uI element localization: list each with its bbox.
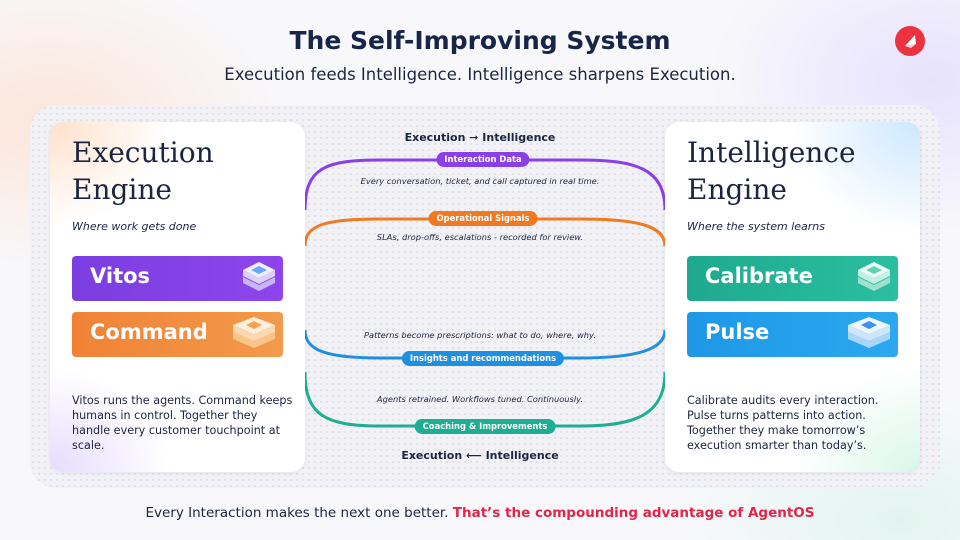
note-operational-signals: SLAs, drop-offs, escalations - recorded … [376, 232, 584, 242]
product-pulse-label: Pulse [705, 320, 770, 344]
layers-stack-icon [844, 315, 894, 357]
footer-text: Every Interaction makes the next one bet… [145, 505, 449, 521]
flow-label-top: Execution ➞ Intelligence [404, 131, 556, 144]
product-pulse: Pulse [687, 312, 898, 357]
product-command-label: Command [90, 320, 208, 344]
product-vitos-label: Vitos [90, 264, 151, 288]
execution-engine-card: Execution Engine Where work gets done Vi… [50, 122, 305, 472]
footer-highlight: That’s the compounding advantage of Agen… [452, 505, 815, 521]
pill-coaching: Coaching & Improvements [414, 419, 556, 434]
intelligence-engine-card: Intelligence Engine Where the system lea… [665, 122, 920, 472]
page-title: The Self-Improving System [289, 26, 671, 55]
page-subtitle: Execution feeds Intelligence. Intelligen… [224, 65, 736, 84]
execution-engine-title: Execution Engine [72, 136, 214, 206]
arc-coaching [303, 371, 667, 428]
layers-stack-icon [854, 259, 894, 301]
execution-engine-subtitle: Where work gets done [72, 220, 197, 233]
note-coaching: Agents retrained. Workflows tuned. Conti… [376, 394, 584, 404]
pill-insights: Insights and recommendations [401, 351, 565, 366]
brand-logo-icon [895, 26, 925, 56]
product-calibrate-label: Calibrate [705, 264, 813, 288]
layers-stack-icon [229, 315, 279, 357]
flow-label-bottom: Execution ⟵ Intelligence [401, 449, 559, 462]
product-vitos: Vitos [72, 256, 283, 301]
intelligence-engine-subtitle: Where the system learns [687, 220, 826, 233]
product-calibrate: Calibrate [687, 256, 898, 301]
arc-insights [303, 329, 667, 360]
note-insights: Patterns become prescriptions: what to d… [364, 330, 596, 340]
pill-interaction-data: Interaction Data [436, 152, 530, 167]
layers-stack-icon [239, 259, 279, 301]
arc-operational-signals [303, 217, 667, 247]
execution-engine-description: Vitos runs the agents. Command keeps hum… [72, 394, 293, 452]
intelligence-engine-description: Calibrate audits every interaction. Puls… [687, 394, 879, 452]
product-command: Command [72, 312, 283, 357]
arc-interaction-data [303, 158, 667, 211]
note-interaction-data: Every conversation, ticket, and call cap… [360, 176, 600, 186]
intelligence-engine-title: Intelligence Engine [687, 136, 856, 206]
pill-operational-signals: Operational Signals [428, 211, 538, 226]
footer-tagline: Every Interaction makes the next one bet… [0, 505, 960, 521]
